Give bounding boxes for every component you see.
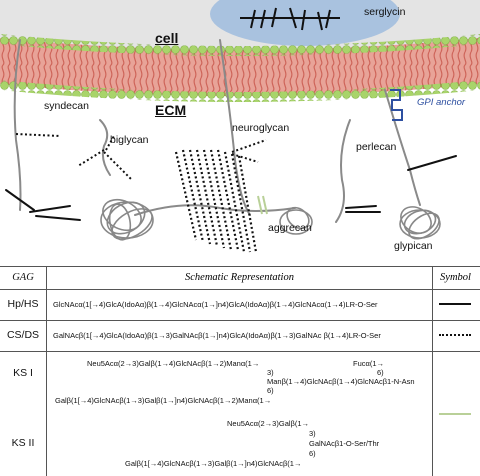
tangle-perlecan [279,206,313,235]
formula-line: Manβ(1→4)GlcNAcβ(1→4)GlcNAcβ1-N-Asn [267,377,415,386]
table-row-hphs: Hp/HS GlcNAcα(1[→4)GlcA(IdoAα)β(1→4)GlcN… [0,289,480,321]
formula-line: 6) [267,386,274,395]
perlecan-label: perlecan [356,141,397,153]
formula-line: GalNAcβ1-O-Ser/Thr [309,439,380,448]
green-line-symbol [439,413,471,415]
formula-line: Neu5Acα(2→3)Galβ(1→ [227,419,310,428]
formula-line: Galβ(1[→4)GlcNAcβ(1→3)Galβ(1→]n4)GlcNAcβ… [125,459,302,468]
formula-line: 3) [309,429,316,438]
schematic-cell: Neu5Acα(2→3)Galβ(1→4)GlcNAcβ(1→2)Manα(1→… [46,351,433,476]
formula-line: Fucα(1→ [353,359,385,368]
aggrecan-brush [174,149,258,253]
solid-line-symbol [439,303,471,305]
formula-line: 6) [377,368,384,377]
gag-name: CS/DS [6,329,40,341]
cell-membrane [0,34,480,102]
schematic-cell: GlcNAcα(1[→4)GlcA(IdoAα)β(1→4)GlcNAcα(1→… [46,289,433,320]
schematic-cell: GalNAcβ(1[→4)GlcA(IdoAα)β(1→3)GalNAcβ(1→… [46,320,433,351]
ecm-label: ECM [155,102,187,118]
header-symbol: Symbol [440,272,471,283]
header-schematic: Schematic Representation [46,267,433,289]
gag-table: GAG Schematic Representation Symbol Hp/H… [0,266,480,476]
biglycan-label: biglycan [110,134,149,146]
serglycin-structure [240,7,340,31]
tangle-glypican [399,206,441,240]
gag-name: Hp/HS [7,298,39,310]
formula-line: GlcNAcα(1[→4)GlcA(IdoAα)β(1→4)GlcNAcα(1→… [53,300,378,309]
header-gag: GAG [12,272,34,283]
cell-label: cell [155,30,179,46]
diagram-canvas [0,0,480,253]
syndecan-label: syndecan [44,100,89,112]
gag-name: KS II [11,437,35,449]
formula-line: GalNAcβ(1[→4)GlcA(IdoAα)β(1→3)GalNAcβ(1→… [53,331,381,340]
serglycin-vesicle [210,0,400,46]
cs-chains [15,133,267,181]
symbol-cell [431,320,480,351]
formula-line: 3) [267,368,274,377]
formula-line: Neu5Acα(2→3)Galβ(1→4)GlcNAcβ(1→2)Manα(1→ [87,359,260,368]
neuroglycan-label: neuroglycan [232,122,290,134]
hs-chains [5,155,457,221]
serglycin-label: serglycin [364,6,406,18]
formula-line: 6) [309,449,316,458]
glypican-label: glypican [394,240,433,252]
proteoglycan-diagram: cell ECM serglycin syndecan biglycan neu… [0,0,480,253]
gpi-anchor-label: GPI anchor [417,97,466,108]
symbol-cell [431,351,480,476]
table-row-csds: CS/DS GalNAcβ(1[→4)GlcA(IdoAα)β(1→3)GalN… [0,320,480,352]
formula-line: Galβ(1[→4)GlcNAcβ(1→3)Galβ(1→]n4)GlcNAcβ… [55,396,272,405]
gpi-anchor-line [390,89,403,121]
aggrecan-label: aggrecan [268,222,312,234]
tangle-biglycan [100,198,154,241]
ks-chains [257,195,268,215]
gag-name: KS I [13,367,33,379]
dotted-line-symbol [439,334,471,336]
symbol-cell [431,289,480,320]
table-row-ks: KS I KS II Neu5Acα(2→3)Galβ(1→4)GlcNAcβ(… [0,351,480,476]
table-header-row: GAG Schematic Representation Symbol [0,267,480,290]
